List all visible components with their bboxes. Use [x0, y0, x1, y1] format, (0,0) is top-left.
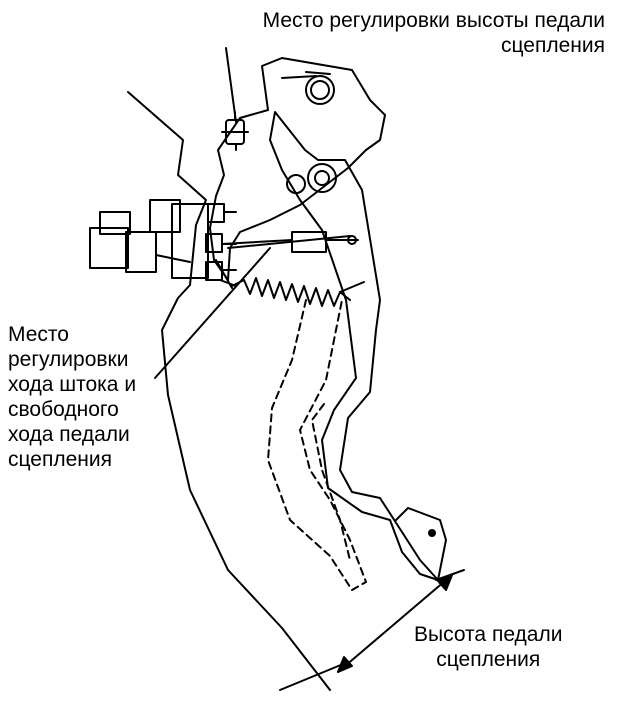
return-spring-top: [281, 71, 335, 105]
pedal-height-label-line-1: Высота педали: [414, 623, 563, 646]
rod-freeplay-label-line-4: свободного: [8, 398, 119, 421]
leader-line-rod: [154, 247, 271, 379]
leader-line-height: [225, 47, 237, 123]
pedal-height-label: Высота педали сцепления: [414, 622, 562, 672]
height-adjust-label-line-2: сцепления: [501, 34, 605, 57]
push-rod: [221, 231, 359, 253]
height-adjust-label-line-1: Место регулировки высоты педали: [262, 9, 605, 32]
pedal-depressed-dashed: [267, 299, 367, 591]
firewall-outline: [127, 91, 331, 691]
assist-spring: [231, 277, 351, 307]
rod-freeplay-label-line-5: хода педали: [8, 423, 130, 446]
pedal-bracket: [209, 57, 386, 281]
rod-freeplay-label-line-2: регулировки: [8, 348, 129, 371]
pedal-pad: [395, 507, 447, 581]
master-cylinder: [89, 199, 209, 279]
pedal-height-label-line-2: сцепления: [436, 648, 541, 671]
pedal-height-dimension: [279, 569, 465, 691]
rod-freeplay-adjust-label: Место регулировки хода штока и свободног…: [8, 322, 136, 472]
height-adjust-label: Место регулировки высоты педали сцеплени…: [263, 8, 605, 58]
rod-freeplay-label-line-1: Место: [8, 323, 69, 346]
pedal-pivot: [307, 163, 337, 193]
rod-freeplay-label-line-3: хода штока и: [8, 373, 137, 396]
rod-freeplay-label-line-6: сцепления: [8, 448, 112, 471]
